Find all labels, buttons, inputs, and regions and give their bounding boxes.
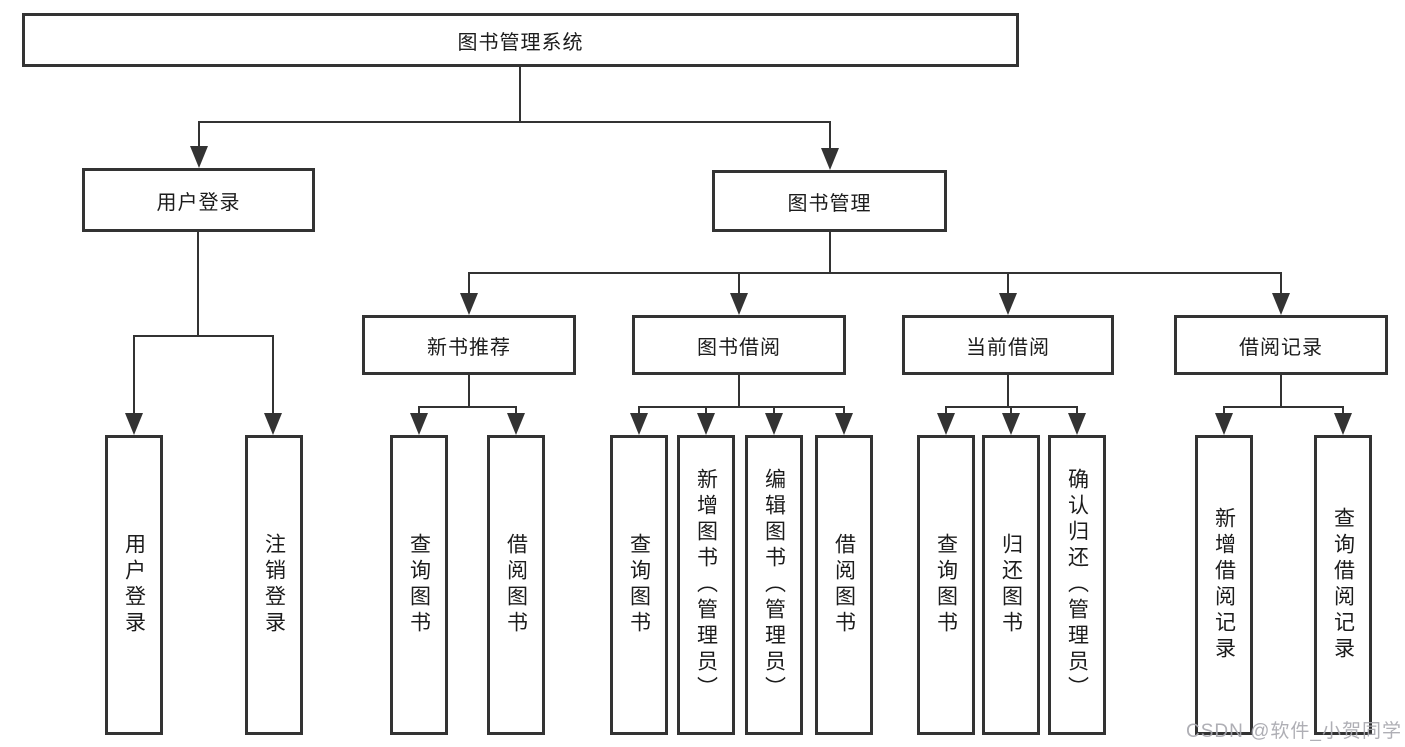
arrow-down-icon: [1215, 413, 1233, 435]
leaf-query-books-borrowing: 查询图书: [610, 435, 668, 735]
leaf-query-borrow-record-label: 查询借阅记录: [1331, 507, 1355, 663]
leaf-logout: 注销登录: [245, 435, 303, 735]
leaf-confirm-return-admin-label: 确认归还（管理员）: [1065, 468, 1089, 702]
leaf-query-borrow-record: 查询借阅记录: [1314, 435, 1372, 735]
arrow-down-icon: [264, 413, 282, 435]
connector-bar: [469, 272, 1281, 274]
arrow-down-icon: [697, 413, 715, 435]
leaf-query-books-current-label: 查询图书: [934, 533, 958, 637]
csdn-watermark-text: CSDN @软件_小贺同学: [1186, 721, 1402, 742]
connector-stem: [197, 232, 199, 335]
connector-drop: [1076, 406, 1078, 413]
leaf-edit-book-admin-label: 编辑图书（管理员）: [762, 468, 786, 702]
node-root: 图书管理系统: [22, 13, 1019, 67]
connector-stem: [468, 375, 470, 406]
leaf-logout-label: 注销登录: [262, 533, 286, 637]
connector-stem: [829, 232, 831, 272]
node-user-login: 用户登录: [82, 168, 315, 232]
node-new-book-recommend-label: 新书推荐: [427, 336, 511, 359]
arrow-down-icon: [1272, 293, 1290, 315]
connector-drop: [638, 406, 640, 413]
leaf-add-borrow-record-label: 新增借阅记录: [1212, 507, 1236, 663]
connector-bar: [134, 335, 274, 337]
connector-bar: [639, 406, 845, 408]
connector-drop: [515, 406, 517, 413]
node-borrowing-records-label: 借阅记录: [1239, 336, 1323, 359]
connector-stem: [1280, 375, 1282, 406]
arrow-down-icon: [410, 413, 428, 435]
leaf-borrow-books-borrowing-label: 借阅图书: [832, 533, 856, 637]
leaf-query-books-borrowing-label: 查询图书: [627, 533, 651, 637]
connector-bar: [946, 406, 1078, 408]
connector-drop: [1223, 406, 1225, 413]
csdn-watermark: CSDN @软件_小贺同学: [1186, 716, 1402, 743]
leaf-borrow-books-recommend: 借阅图书: [487, 435, 545, 735]
leaf-add-borrow-record: 新增借阅记录: [1195, 435, 1253, 735]
connector-bar: [419, 406, 517, 408]
connector-drop: [1010, 406, 1012, 413]
connector-drop: [1342, 406, 1344, 413]
node-current-borrowing: 当前借阅: [902, 315, 1114, 375]
node-root-label: 图书管理系统: [457, 31, 584, 54]
connector-drop: [1007, 272, 1009, 293]
leaf-user-login: 用户登录: [105, 435, 163, 735]
arrow-down-icon: [125, 413, 143, 435]
connector-drop: [705, 406, 707, 413]
connector-drop: [843, 406, 845, 413]
node-book-management-label: 图书管理: [787, 192, 872, 215]
connector-stem: [738, 375, 740, 406]
connector-drop: [418, 406, 420, 413]
node-book-borrowing-label: 图书借阅: [697, 336, 781, 359]
connector-drop: [1280, 272, 1282, 293]
arrow-down-icon: [507, 413, 525, 435]
leaf-confirm-return-admin: 确认归还（管理员）: [1048, 435, 1106, 735]
connector-drop: [773, 406, 775, 413]
connector-drop: [738, 272, 740, 293]
connector-drop: [829, 121, 831, 148]
connector-drop: [198, 121, 200, 146]
leaf-add-book-admin: 新增图书（管理员）: [677, 435, 735, 735]
leaf-query-books-current: 查询图书: [917, 435, 975, 735]
arrow-down-icon: [765, 413, 783, 435]
node-book-management: 图书管理: [712, 170, 947, 232]
connector-drop: [133, 335, 135, 413]
arrow-down-icon: [190, 146, 208, 168]
arrow-down-icon: [821, 148, 839, 170]
arrow-down-icon: [730, 293, 748, 315]
arrow-down-icon: [1002, 413, 1020, 435]
arrow-down-icon: [1334, 413, 1352, 435]
arrow-down-icon: [999, 293, 1017, 315]
connector-stem: [1007, 375, 1009, 406]
arrow-down-icon: [1068, 413, 1086, 435]
leaf-borrow-books-borrowing: 借阅图书: [815, 435, 873, 735]
connector-bar: [1224, 406, 1344, 408]
node-new-book-recommend: 新书推荐: [362, 315, 576, 375]
leaf-edit-book-admin: 编辑图书（管理员）: [745, 435, 803, 735]
arrow-down-icon: [630, 413, 648, 435]
arrow-down-icon: [937, 413, 955, 435]
node-user-login-label: 用户登录: [156, 191, 241, 214]
node-current-borrowing-label: 当前借阅: [966, 336, 1050, 359]
leaf-user-login-label: 用户登录: [122, 533, 146, 637]
leaf-add-book-admin-label: 新增图书（管理员）: [694, 468, 718, 702]
arrow-down-icon: [460, 293, 478, 315]
connector-root-stem: [519, 67, 521, 121]
leaf-borrow-books-recommend-label: 借阅图书: [504, 533, 528, 637]
leaf-return-books-label: 归还图书: [999, 533, 1023, 637]
node-borrowing-records: 借阅记录: [1174, 315, 1388, 375]
leaf-query-books-recommend-label: 查询图书: [407, 533, 431, 637]
connector-drop: [945, 406, 947, 413]
connector-drop: [468, 272, 470, 293]
leaf-query-books-recommend: 查询图书: [390, 435, 448, 735]
connector-drop: [272, 335, 274, 413]
leaf-return-books: 归还图书: [982, 435, 1040, 735]
arrow-down-icon: [835, 413, 853, 435]
node-book-borrowing: 图书借阅: [632, 315, 846, 375]
connector-root-bar: [199, 121, 830, 123]
